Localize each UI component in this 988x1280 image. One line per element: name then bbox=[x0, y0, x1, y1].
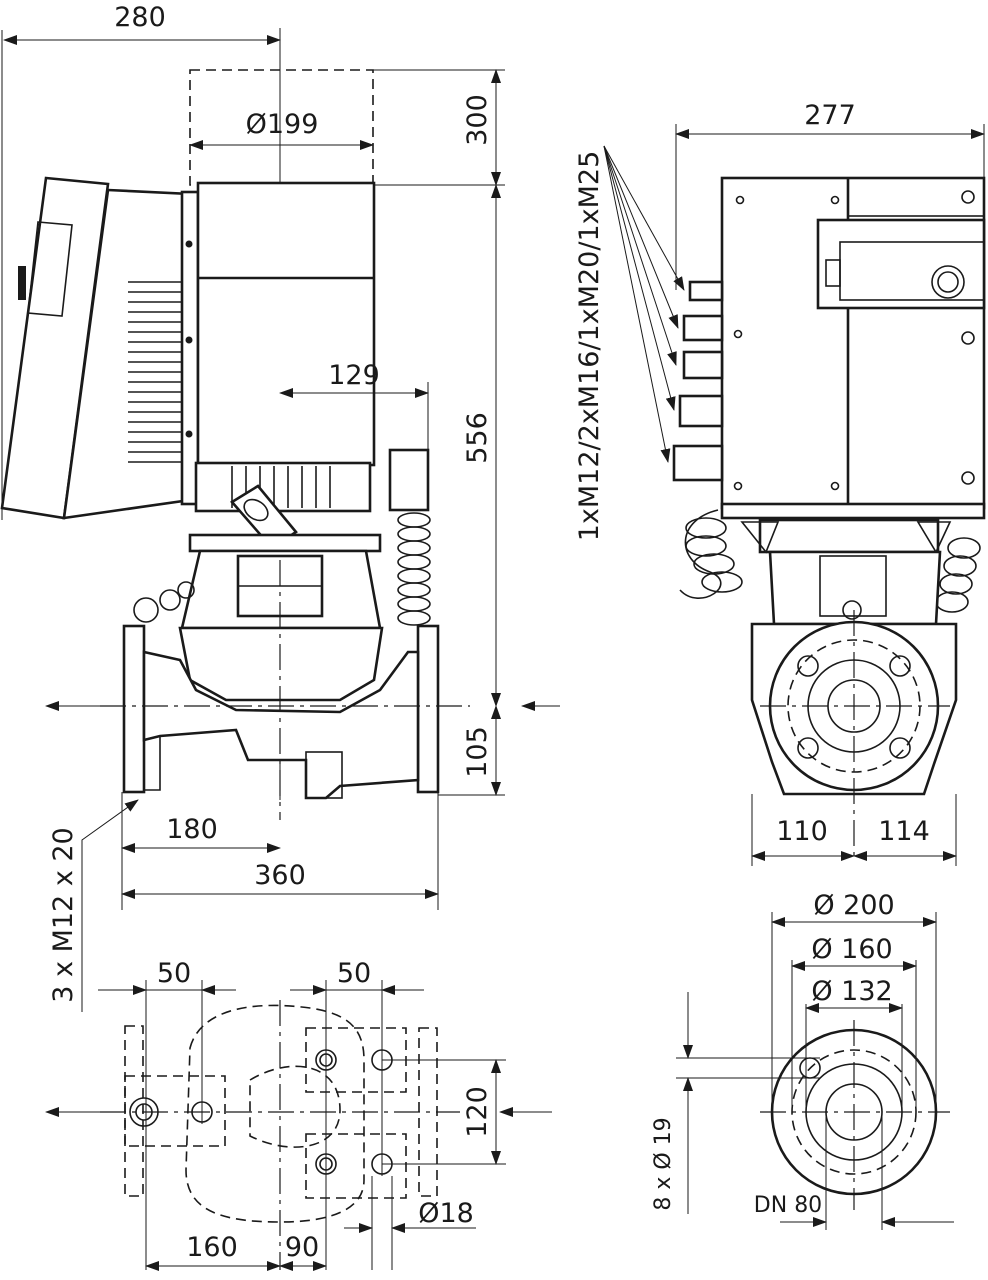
coiled-cable bbox=[397, 512, 431, 626]
flange-view: Ø 200 Ø 160 Ø 132 8 x Ø 19 DN 80 bbox=[651, 890, 954, 1230]
dim-left-foot-offset: 160 bbox=[186, 1232, 238, 1263]
dim-motor-offset: 280 bbox=[114, 2, 166, 33]
dim-flange-bolt-circle: Ø 160 bbox=[811, 934, 892, 965]
dim-axis-height: 105 bbox=[462, 726, 493, 778]
foot-plan: 50 50 120 Ø18 160 90 bbox=[45, 958, 552, 1271]
dim-total-height: 556 bbox=[462, 412, 493, 464]
dim-port-to-port: 360 bbox=[254, 860, 306, 891]
dim-flange-outer-diameter: Ø 200 bbox=[813, 890, 894, 921]
label-cable-glands: 1xM12/2xM16/1xM20/1xM25 bbox=[574, 151, 605, 542]
dim-right-foot-spacing: 50 bbox=[337, 958, 371, 989]
dim-foot-bolts: 3 x M12 x 20 bbox=[48, 827, 79, 1002]
cooling-fins bbox=[128, 281, 188, 463]
dim-foot-centre-spacing: 120 bbox=[462, 1086, 493, 1138]
dim-flange-bolt-holes: 8 x Ø 19 bbox=[651, 1117, 676, 1210]
dim-right-foot-offset: 90 bbox=[285, 1232, 319, 1263]
side-view: 280 Ø199 300 556 129 105 180 360 3 x M12… bbox=[0, 2, 560, 1012]
dim-half-length: 180 bbox=[166, 814, 218, 845]
front-view: 277 1xM12/2xM16/1xM20/1xM25 110 114 bbox=[574, 100, 986, 866]
dim-flange-raised-face: Ø 132 bbox=[811, 976, 892, 1007]
dim-nominal-size: DN 80 bbox=[754, 1193, 822, 1218]
dim-left-foot-spacing: 50 bbox=[157, 958, 191, 989]
dim-foot-hole-diameter: Ø18 bbox=[418, 1198, 474, 1229]
dim-terminal-box-offset: 129 bbox=[328, 360, 380, 391]
dim-front-width: 277 bbox=[804, 100, 856, 131]
cable-glands bbox=[672, 280, 724, 482]
dim-motor-diameter: Ø199 bbox=[246, 109, 319, 140]
dim-front-right-width: 114 bbox=[878, 816, 930, 847]
dim-front-left-width: 110 bbox=[776, 816, 828, 847]
dim-service-clearance: 300 bbox=[462, 94, 493, 146]
